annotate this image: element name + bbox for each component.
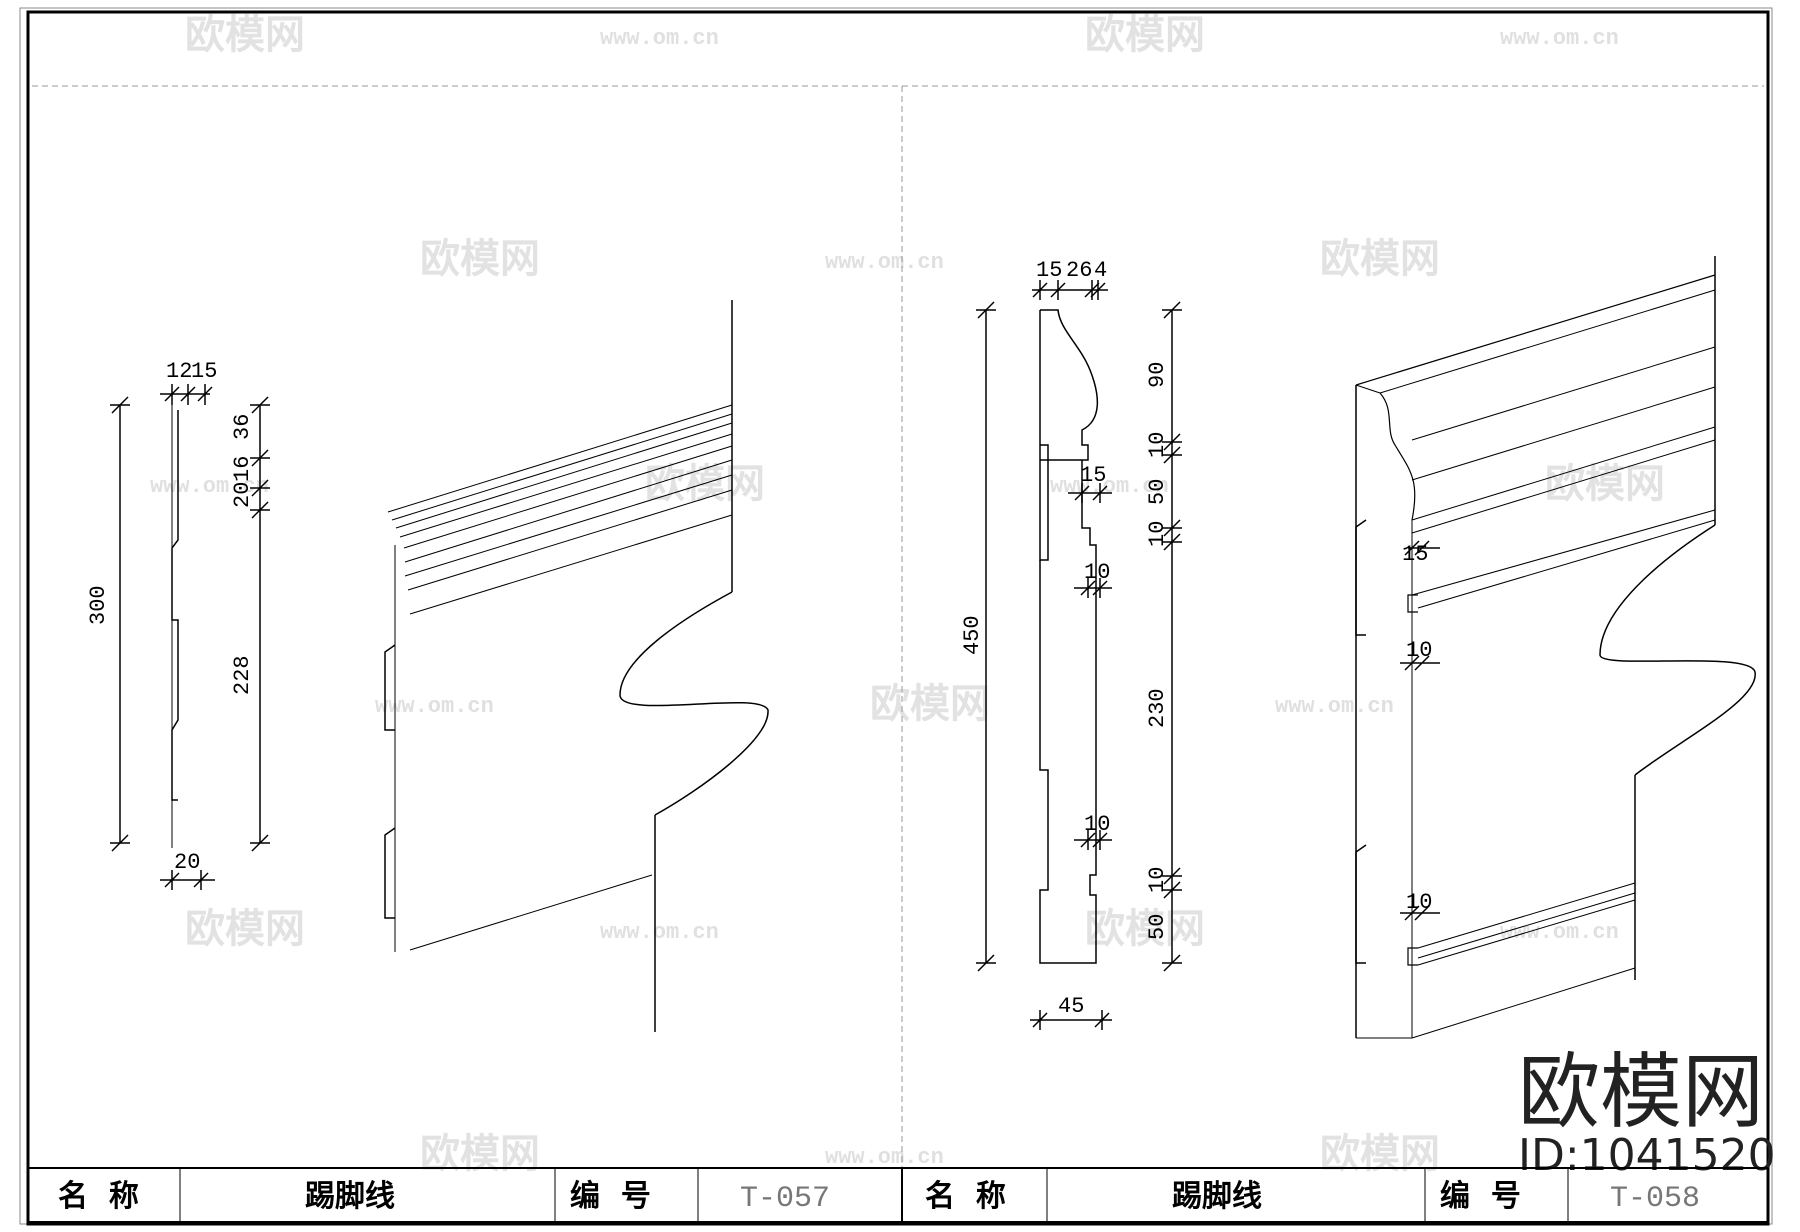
- dim-label: 12: [166, 359, 192, 384]
- watermark-url: www.om.cn: [600, 26, 719, 51]
- dim-label: 10: [1406, 890, 1432, 915]
- isometric-view-left: [384, 300, 769, 1032]
- dim-label: 50: [1145, 479, 1170, 505]
- profile-section-right-labels: 15 26 4 450 90 10 50 10 230 10 50 15 10 …: [960, 258, 1170, 1019]
- watermark-url: www.om.cn: [375, 694, 494, 719]
- dim-label: 10: [1145, 521, 1170, 547]
- dim-label: 10: [1145, 432, 1170, 458]
- dim-label: 20: [174, 850, 200, 875]
- profile-section-left: [110, 384, 270, 890]
- watermark-logo: 欧模网: [870, 681, 990, 727]
- title-block: [28, 1167, 1768, 1223]
- watermark-layer: 欧模网 www.om.cn 欧模网 www.om.cn 欧模网 www.om.c…: [150, 12, 1665, 1177]
- profile-section-left-labels: 12 15 300 36 20 16 228 20: [86, 359, 255, 875]
- watermark-url: www.om.cn: [1275, 694, 1394, 719]
- watermark-logo: 欧模网: [420, 1131, 540, 1177]
- watermark-logo: 欧模网: [1320, 236, 1440, 282]
- dim-label: 15: [1402, 542, 1428, 567]
- brand-id: ID:1041520: [1518, 1130, 1776, 1181]
- watermark-url: www.om.cn: [825, 250, 944, 275]
- watermark-url: www.om.cn: [1500, 920, 1619, 945]
- dim-label: 15: [1080, 463, 1106, 488]
- number-value-right: T-058: [1610, 1182, 1700, 1216]
- watermark-logo: 欧模网: [1545, 461, 1665, 507]
- number-value-left: T-057: [740, 1182, 830, 1216]
- dim-label: 4: [1094, 258, 1107, 283]
- dim-label: 90: [1145, 362, 1170, 388]
- dim-label: 230: [1145, 688, 1170, 728]
- number-label-left: 编 号: [570, 1179, 651, 1214]
- watermark-url: www.om.cn: [1050, 474, 1169, 499]
- dim-label: 15: [1036, 258, 1062, 283]
- dim-label: 228: [230, 655, 255, 695]
- name-value-left: 踢脚线: [305, 1179, 395, 1214]
- sheet-frame: [19, 7, 1773, 1226]
- name-label-right: 名 称: [925, 1179, 1006, 1214]
- watermark-logo: 欧模网: [1320, 1131, 1440, 1177]
- watermark-logo: 欧模网: [1085, 906, 1205, 952]
- dim-label: 450: [960, 615, 985, 655]
- dim-label: 26: [1066, 258, 1092, 283]
- name-value-right: 踢脚线: [1172, 1179, 1262, 1214]
- watermark-logo: 欧模网: [185, 12, 305, 58]
- dim-label: 10: [1406, 638, 1432, 663]
- watermark-logo: 欧模网: [1085, 12, 1205, 58]
- watermark-url: www.om.cn: [825, 1145, 944, 1170]
- brand-mark: 欧模网 ID:1041520: [1518, 1045, 1776, 1181]
- watermark-logo: 欧模网: [420, 236, 540, 282]
- watermark-url: www.om.cn: [1500, 26, 1619, 51]
- dim-label: 10: [1084, 560, 1110, 585]
- isometric-view-right: [1355, 256, 1756, 1039]
- isometric-view-right-labels: 15 10 10: [1402, 542, 1432, 915]
- dim-label: 300: [86, 585, 111, 625]
- watermark-url: www.om.cn: [150, 474, 269, 499]
- profile-section-right: [976, 280, 1182, 1030]
- dim-label: 36: [230, 414, 255, 440]
- dim-label: 50: [1145, 914, 1170, 940]
- dim-label: 15: [191, 359, 217, 384]
- dim-label: 10: [1145, 867, 1170, 893]
- dim-label: 20: [230, 482, 255, 508]
- dim-label: 45: [1058, 994, 1084, 1019]
- watermark-logo: 欧模网: [185, 906, 305, 952]
- watermark-url: www.om.cn: [600, 920, 719, 945]
- title-block-labels: 名 称 踢脚线 编 号 T-057 名 称 踢脚线 编 号 T-058: [58, 1179, 1700, 1216]
- name-label-left: 名 称: [58, 1179, 139, 1214]
- dim-label: 10: [1084, 812, 1110, 837]
- number-label-right: 编 号: [1440, 1179, 1521, 1214]
- dim-label: 16: [230, 456, 255, 482]
- brand-name: 欧模网: [1518, 1045, 1764, 1140]
